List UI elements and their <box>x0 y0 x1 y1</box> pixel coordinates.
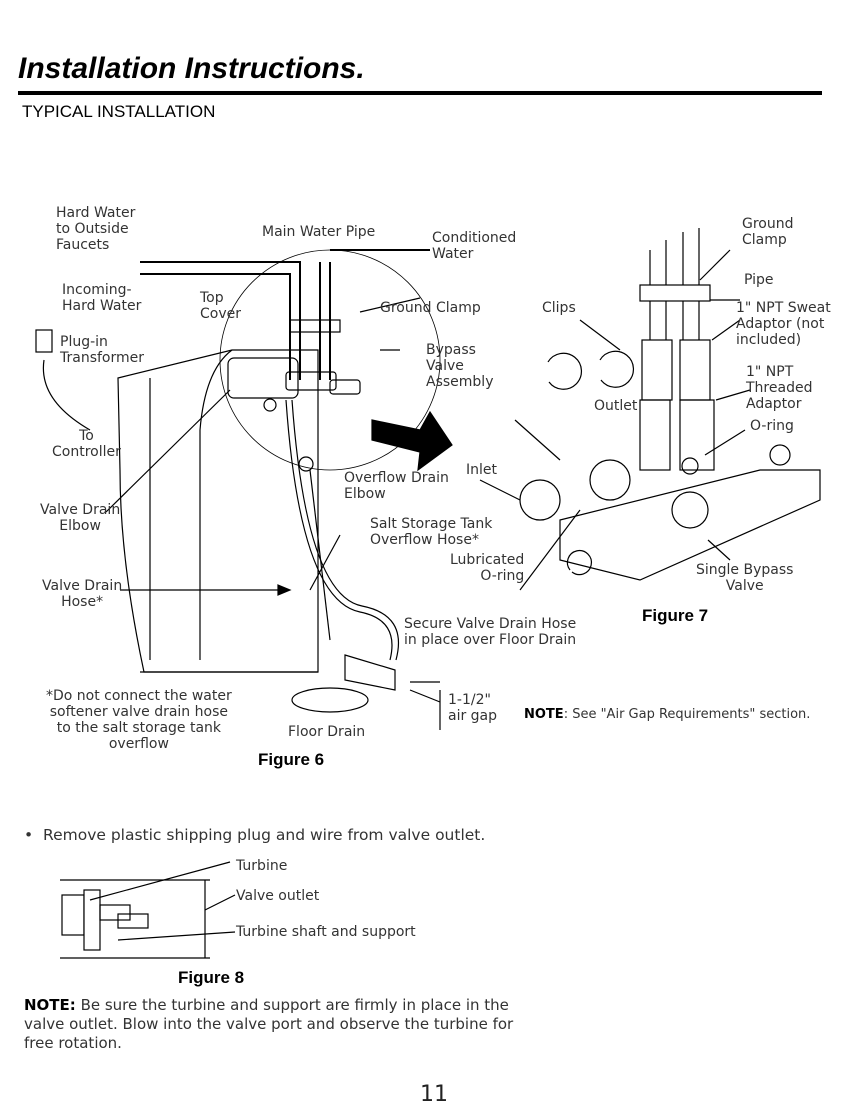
note-label: NOTE <box>524 707 564 722</box>
page-number: 11 <box>420 1082 448 1107</box>
floor-drain-label: Floor Drain <box>288 724 366 740</box>
to-controller-label: To Controller <box>52 428 121 460</box>
bullet-text: Remove plastic shipping plug and wire fr… <box>43 826 486 844</box>
overflow-drain-elbow-label: Overflow Drain Elbow <box>344 470 449 502</box>
main-water-pipe-label: Main Water Pipe <box>262 224 376 240</box>
inlet-label: Inlet <box>466 462 497 478</box>
incoming-hard-water-label: Incoming- Hard Water <box>62 282 142 314</box>
ground-clamp-label: Ground Clamp <box>380 300 481 316</box>
hard-water-label: Hard Water to Outside Faucets <box>56 205 136 253</box>
valve-drain-elbow-label: Valve Drain Elbow <box>40 502 121 534</box>
turbine-shaft-label: Turbine shaft and support <box>236 924 416 940</box>
plug-in-transformer-label: Plug-in Transformer <box>60 334 145 366</box>
pipe-label: Pipe <box>744 272 774 288</box>
fig7-ground-clamp-label: Ground Clamp <box>742 216 794 248</box>
sweat-adaptor-label: 1" NPT Sweat Adaptor (not included) <box>736 300 831 348</box>
turbine-note: NOTE: Be sure the turbine and support ar… <box>24 996 544 1053</box>
figure-6-caption: Figure 6 <box>258 750 325 769</box>
valve-drain-hose-label: Valve Drain Hose* <box>42 578 123 610</box>
note-text: : See "Air Gap Requirements" section. <box>563 707 811 722</box>
lubricated-o-ring-label: Lubricated O-ring <box>450 552 525 584</box>
title-rule <box>18 91 822 95</box>
secure-hose-label: Secure Valve Drain Hose in place over Fl… <box>404 616 577 648</box>
air-gap-label: 1-1/2" air gap <box>448 692 498 724</box>
section-heading: TYPICAL INSTALLATION <box>22 102 216 121</box>
top-cover-label: Top Cover <box>200 290 241 322</box>
o-ring-label: O-ring <box>750 418 794 434</box>
outlet-label: Outlet <box>594 398 638 414</box>
turbine-note-text: Be sure the turbine and support are firm… <box>24 996 514 1052</box>
threaded-adaptor-label: 1" NPT Threaded Adaptor <box>746 364 813 412</box>
bypass-valve-assembly-label: Bypass Valve Assembly <box>426 342 494 390</box>
figure-8-caption: Figure 8 <box>178 968 245 987</box>
conditioned-water-label: Conditioned Water <box>432 230 517 262</box>
page-title: Installation Instructions. <box>18 52 365 85</box>
turbine-note-label: NOTE: <box>24 996 76 1014</box>
do-not-connect-note: *Do not connect the water softener valve… <box>46 688 232 752</box>
salt-storage-overflow-label: Salt Storage Tank Overflow Hose* <box>370 516 493 548</box>
bullet-item: • Remove plastic shipping plug and wire … <box>24 826 486 844</box>
air-gap-note: NOTE: See "Air Gap Requirements" section… <box>524 707 810 722</box>
single-bypass-valve-label: Single Bypass Valve <box>696 562 794 594</box>
figure-7-caption: Figure 7 <box>642 606 709 625</box>
turbine-label: Turbine <box>236 858 288 874</box>
valve-outlet-label: Valve outlet <box>236 888 320 904</box>
clips-label: Clips <box>542 300 576 316</box>
